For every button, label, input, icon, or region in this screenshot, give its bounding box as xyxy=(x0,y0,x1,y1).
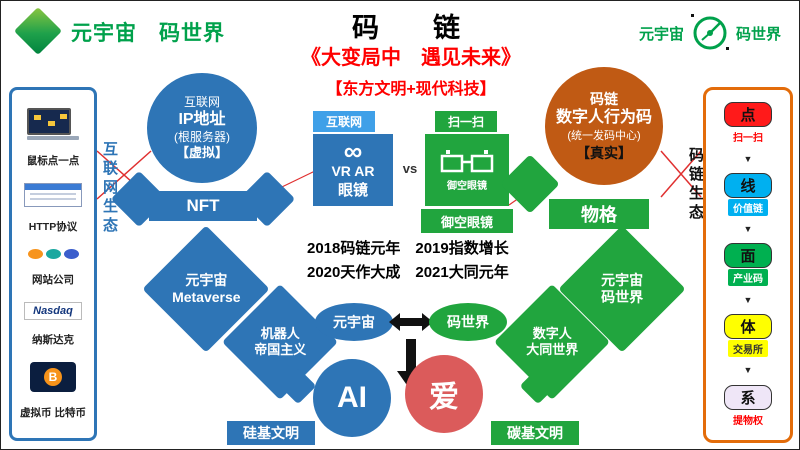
internet-ecosystem-panel: 鼠标点一点 HTTP协议 网站公司 Nasdaq 纳斯达克 B 虚拟币 比特币 xyxy=(9,87,97,441)
flow-down-arrow-icon: ▼ xyxy=(743,224,753,235)
system-label: 提物权 xyxy=(733,415,763,427)
dot-pill: 点 xyxy=(724,102,772,128)
nasdaq-logo-text: Nasdaq xyxy=(33,304,73,317)
brand-text: 元宇宙 码世界 xyxy=(71,22,225,45)
body-label: 交易所 xyxy=(728,340,768,358)
internet-ip-circle: 互联网 IP地址 (根服务器) 【虚拟】 xyxy=(147,73,257,183)
codechain-ecosystem-panel: 点 扫一扫 ▼ 线 价值链 ▼ 面 产业码 ▼ 体 交易所 ▼ 系 提物权 xyxy=(703,87,793,443)
circle-line: (根服务器) xyxy=(174,129,230,144)
line-pill: 线 xyxy=(724,172,772,198)
ai-circle: AI xyxy=(313,359,391,437)
codechain-ecosystem-vertical-label: 码链生态 xyxy=(687,147,704,223)
virtual-tag: 【虚拟】 xyxy=(175,144,228,160)
compass-icon xyxy=(691,14,730,50)
nft-bar: NFT xyxy=(149,191,257,221)
left-item-label: 鼠标点一点 xyxy=(26,154,80,167)
circle-line: (统一发码中心) xyxy=(567,130,641,143)
left-item-label: 虚拟币 比特币 xyxy=(20,406,86,419)
diamond-line: 机器人 xyxy=(260,326,300,342)
subtitle: 《大变局中 遇见未来》 xyxy=(301,47,521,69)
diamond-line: 元宇宙 xyxy=(601,272,643,289)
internet-tag: 互联网 xyxy=(313,111,375,132)
web-logos-icon xyxy=(27,249,79,260)
wuge-bar: 物格 xyxy=(549,199,649,229)
codechain-circle: 码链 数字人行为码 (统一发码中心) 【真实】 xyxy=(545,67,663,185)
carbon-civilization-label: 碳基文明 xyxy=(491,421,579,445)
bitcoin-icon: B xyxy=(30,362,76,393)
plane-pill: 面 xyxy=(724,243,772,269)
scan-tag: 扫一扫 xyxy=(435,111,497,132)
computer-icon xyxy=(27,108,79,141)
left-item-label: 纳斯达克 xyxy=(32,334,74,347)
codeworld-ellipse: 码世界 xyxy=(429,303,507,341)
eco-item-plane: 面 产业码 xyxy=(724,243,772,287)
system-pill: 系 xyxy=(724,384,772,410)
right-logo-right-text: 码世界 xyxy=(736,25,782,43)
eco-item-body: 体 交易所 xyxy=(724,314,772,358)
eco-item-dot: 点 扫一扫 xyxy=(724,102,772,145)
vr-ar-square: ∞ VR AR 眼镜 xyxy=(313,134,393,206)
page-title: 码 链 xyxy=(352,13,460,43)
dot-label: 扫一扫 xyxy=(733,133,763,145)
glasses-caption: 御空眼镜 xyxy=(447,180,487,192)
left-item-label: 网站公司 xyxy=(32,273,74,286)
double-arrow-icon xyxy=(389,313,433,331)
metaverse-ellipse: 元宇宙 xyxy=(315,303,393,341)
diamond-line: Metaverse xyxy=(171,289,241,305)
vs-text: vs xyxy=(402,161,418,176)
plane-label: 产业码 xyxy=(728,269,768,287)
yukong-glasses-bar: 御空眼镜 xyxy=(421,209,513,233)
yukong-glasses-square: 御空眼镜 xyxy=(425,134,509,206)
timeline-line1: 2018码链元年 2019指数增长 xyxy=(307,240,509,257)
diamond-line: 码世界 xyxy=(601,289,643,305)
circle-line: 互联网 xyxy=(183,94,220,109)
vr-line: 眼镜 xyxy=(337,182,368,200)
circle-line: 码链 xyxy=(590,91,618,108)
diamond-line: 帝国主义 xyxy=(253,341,307,357)
left-item-label: HTTP协议 xyxy=(28,221,78,234)
flow-down-arrow-icon: ▼ xyxy=(743,365,753,376)
eco-item-line: 线 价值链 xyxy=(724,172,772,216)
nasdaq-logo: Nasdaq xyxy=(24,301,82,320)
right-logo-left-text: 元宇宙 xyxy=(639,25,685,43)
tagline: 【东方文明+现代科技】 xyxy=(326,81,496,98)
glasses-icon xyxy=(440,149,494,172)
vr-line: VR AR xyxy=(331,163,375,180)
flow-down-arrow-icon: ▼ xyxy=(743,153,753,164)
line-label: 价值链 xyxy=(728,198,768,216)
diamond-line: 大同世界 xyxy=(525,341,579,357)
timeline-line2: 2020天作大成 2021大同元年 xyxy=(307,264,509,281)
browser-icon xyxy=(24,182,82,207)
diamond-line: 数字人 xyxy=(532,326,572,342)
flow-down-arrow-icon: ▼ xyxy=(743,294,753,305)
circle-line: IP地址 xyxy=(178,110,226,128)
right-brand-logo: 元宇宙 码世界 xyxy=(639,11,795,55)
bitcoin-coin: B xyxy=(44,368,62,387)
eco-item-system: 系 提物权 xyxy=(724,384,772,428)
diamond-line: 元宇宙 xyxy=(185,272,227,289)
body-pill: 体 xyxy=(724,314,772,340)
circle-line: 数字人行为码 xyxy=(555,109,652,127)
real-tag: 【真实】 xyxy=(576,144,632,161)
internet-ecosystem-vertical-label: 互联网生态 xyxy=(101,141,118,236)
silicon-civilization-label: 硅基文明 xyxy=(227,421,315,445)
infinity-icon: ∞ xyxy=(343,135,363,166)
love-circle: 爱 xyxy=(405,355,483,433)
